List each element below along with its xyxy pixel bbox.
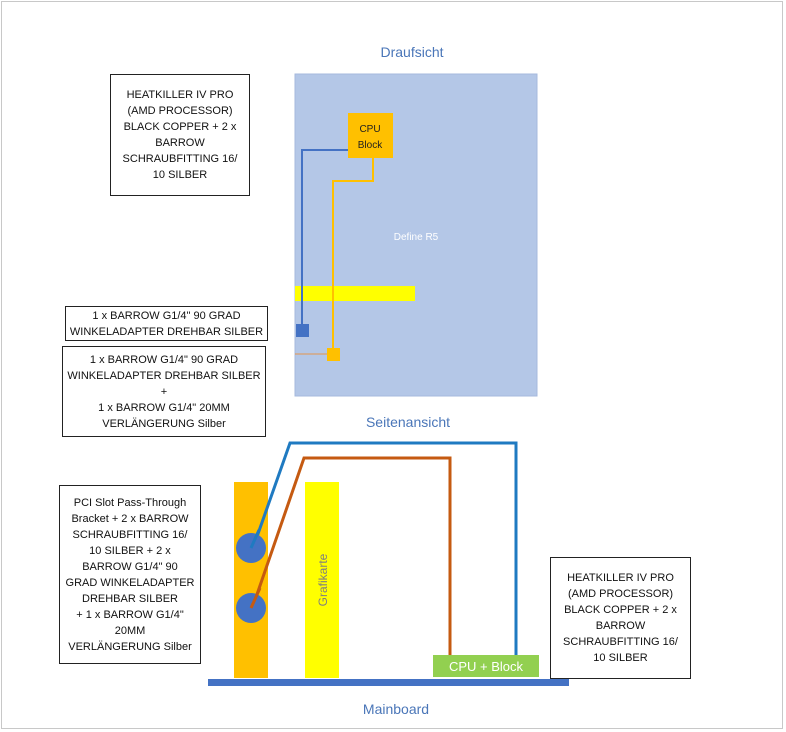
note-heatkiller-bottom: HEATKILLER IV PRO (AMD PROCESSOR) BLACK …	[550, 557, 691, 679]
mainboard-bar	[208, 679, 569, 686]
mainboard-title: Mainboard	[362, 701, 430, 717]
blue-fitting-top-view	[296, 324, 309, 337]
cpu-block-side-view	[433, 655, 539, 677]
case-top-view	[294, 73, 538, 397]
gpu-top-view	[295, 286, 415, 301]
orange-tube-top-view	[332, 158, 374, 352]
cpu-block-side-label: CPU + Block	[449, 659, 524, 674]
note-adapter-extension: 1 x BARROW G1/4" 90 GRAD WINKELADAPTER D…	[62, 346, 266, 437]
gpu-side-view	[305, 482, 339, 678]
cpu-block-top-view	[348, 113, 393, 158]
orange-tube-connector	[249, 587, 262, 609]
cpu-block-top-label-line2: Block	[358, 140, 383, 151]
blue-tube-top-view	[301, 149, 350, 330]
gpu-side-label: Grafikarte	[316, 553, 330, 606]
orange-fitting-top-view	[327, 348, 340, 361]
note-adapter-single: 1 x BARROW G1/4" 90 GRAD WINKELADAPTER D…	[65, 306, 268, 341]
case-label: Define R5	[394, 232, 439, 243]
cpu-block-top-label-line1: CPU	[359, 124, 380, 135]
note-pci-bracket: PCI Slot Pass-Through Bracket + 2 x BARR…	[59, 485, 201, 664]
blue-tube-connector	[249, 529, 261, 549]
note-heatkiller-top: HEATKILLER IV PRO (AMD PROCESSOR) BLACK …	[110, 74, 250, 196]
blue-tube-side-view	[251, 441, 518, 655]
orange-tube-side-view	[251, 456, 452, 655]
side-view-title: Seitenansicht	[365, 414, 451, 430]
top-view-title: Draufsicht	[380, 44, 444, 60]
